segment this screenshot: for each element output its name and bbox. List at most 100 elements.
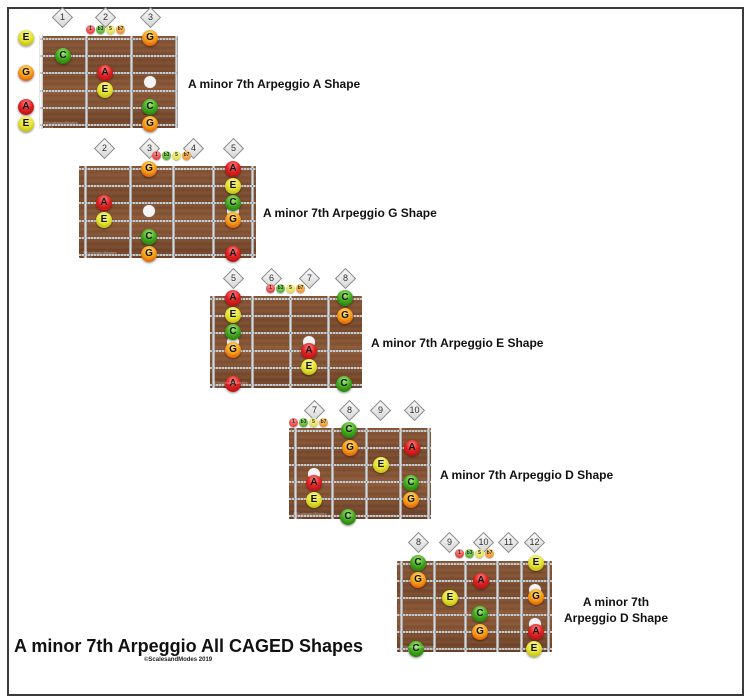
fret-number: 2 bbox=[101, 143, 107, 153]
legend-chip-root: 1 bbox=[289, 418, 298, 427]
fret-wire bbox=[172, 166, 175, 258]
note-a-dot: A bbox=[225, 376, 241, 392]
note-g-dot: G bbox=[141, 161, 157, 177]
note-g-dot: G bbox=[142, 30, 158, 46]
fret-wire bbox=[294, 428, 297, 519]
fret-wire bbox=[251, 296, 254, 388]
note-a-dot: A bbox=[225, 161, 241, 177]
fret-wire bbox=[520, 561, 523, 652]
watermark: ©ScalesandModes 2019 bbox=[214, 380, 248, 390]
fret-number: 1 bbox=[59, 12, 65, 22]
legend-chip-fifth: 5 bbox=[309, 418, 318, 427]
guitar-string bbox=[210, 349, 362, 352]
caption-line: Arpeggio D Shape bbox=[563, 611, 668, 625]
copyright-notice: ©ScalesandModes 2019 bbox=[144, 657, 213, 663]
guitar-string bbox=[40, 106, 178, 109]
fret-wire bbox=[464, 561, 467, 652]
note-e-dot: E bbox=[97, 82, 113, 98]
watermark: ©ScalesandModes 2019 bbox=[401, 644, 435, 654]
note-g-dot: G bbox=[342, 440, 358, 456]
fret-number: 8 bbox=[342, 273, 348, 283]
legend-chip-root: 1 bbox=[266, 284, 275, 293]
note-a-dot: A bbox=[96, 195, 112, 211]
note-c-dot: C bbox=[141, 229, 157, 245]
fret-number: 2 bbox=[102, 12, 108, 22]
fret-number: 9 bbox=[446, 537, 452, 547]
guitar-string bbox=[210, 384, 362, 386]
note-e-dot: E bbox=[528, 555, 544, 571]
guitar-string bbox=[79, 185, 256, 188]
guitar-string bbox=[40, 124, 178, 126]
note-c-dot: C bbox=[225, 195, 241, 211]
guitar-string bbox=[289, 481, 431, 483]
note-a-dot: A bbox=[97, 65, 113, 81]
fret-wire bbox=[399, 428, 402, 519]
shape-caption: A minor 7th Arpeggio A Shape bbox=[188, 77, 361, 91]
guitar-string bbox=[289, 447, 431, 449]
note-c-dot: C bbox=[55, 48, 71, 64]
note-e-dot: E bbox=[301, 359, 317, 375]
note-g-dot: G bbox=[528, 589, 544, 605]
note-c-dot: C bbox=[403, 475, 419, 491]
legend-chip-root: 1 bbox=[455, 549, 464, 558]
legend-chip-minor-seventh: b7 bbox=[319, 418, 328, 427]
shape-caption: A minor 7th Arpeggio G Shape bbox=[263, 206, 437, 220]
guitar-string bbox=[79, 236, 256, 239]
guitar-string bbox=[397, 648, 552, 650]
fret-wire bbox=[212, 296, 215, 388]
fret-number: 11 bbox=[503, 537, 514, 547]
note-a-dot: A bbox=[18, 99, 34, 115]
note-c-dot: C bbox=[337, 290, 353, 306]
fret-wire bbox=[129, 166, 132, 258]
note-a-dot: A bbox=[225, 290, 241, 306]
note-e-dot: E bbox=[373, 457, 389, 473]
legend-chip-fifth: 5 bbox=[172, 151, 181, 160]
note-a-dot: A bbox=[404, 440, 420, 456]
legend-chip-minor-seventh: b7 bbox=[296, 284, 305, 293]
guitar-string bbox=[210, 332, 362, 335]
note-g-dot: G bbox=[18, 65, 34, 81]
note-g-dot: G bbox=[472, 624, 488, 640]
note-c-dot: C bbox=[410, 555, 426, 571]
fret-wire bbox=[289, 296, 292, 388]
guitar-string bbox=[40, 38, 178, 40]
note-e-dot: E bbox=[442, 590, 458, 606]
fret-number: 5 bbox=[230, 143, 236, 153]
fret-wire bbox=[130, 36, 133, 128]
note-c-dot: C bbox=[472, 606, 488, 622]
fret-wire bbox=[427, 428, 430, 519]
legend-chip-fifth: 5 bbox=[106, 25, 115, 34]
shape-caption: A minor 7th Arpeggio D Shape bbox=[440, 468, 614, 482]
fret-number: 8 bbox=[346, 405, 352, 415]
fret-number: 9 bbox=[377, 405, 383, 415]
note-e-dot: E bbox=[225, 178, 241, 194]
legend-chip-minor-third: b3 bbox=[96, 25, 105, 34]
guitar-string bbox=[289, 464, 431, 466]
note-e-dot: E bbox=[18, 30, 34, 46]
fret-number: 3 bbox=[147, 12, 153, 22]
fret-wire bbox=[365, 428, 368, 519]
guitar-string bbox=[289, 430, 431, 432]
note-c-dot: C bbox=[336, 376, 352, 392]
guitar-string bbox=[79, 168, 256, 170]
guitar-string bbox=[289, 515, 431, 517]
legend-chip-root: 1 bbox=[152, 151, 161, 160]
fret-inlay-marker bbox=[144, 76, 156, 88]
note-a-dot: A bbox=[301, 343, 317, 359]
nut bbox=[39, 35, 43, 129]
legend-chip-fifth: 5 bbox=[475, 549, 484, 558]
fret-wire bbox=[547, 561, 550, 652]
fret-wire bbox=[212, 166, 215, 258]
guitar-string bbox=[79, 254, 256, 256]
guitar-string bbox=[210, 366, 362, 369]
fret-number: 7 bbox=[311, 405, 317, 415]
legend-chip-minor-seventh: b7 bbox=[485, 549, 494, 558]
shape-caption: A minor 7th Arpeggio E Shape bbox=[371, 336, 544, 350]
fret-number: 12 bbox=[529, 537, 540, 547]
note-c-dot: C bbox=[341, 422, 357, 438]
note-e-dot: E bbox=[18, 116, 34, 132]
watermark: ©ScalesandModes 2019 bbox=[83, 250, 117, 260]
fret-wire bbox=[433, 561, 436, 652]
